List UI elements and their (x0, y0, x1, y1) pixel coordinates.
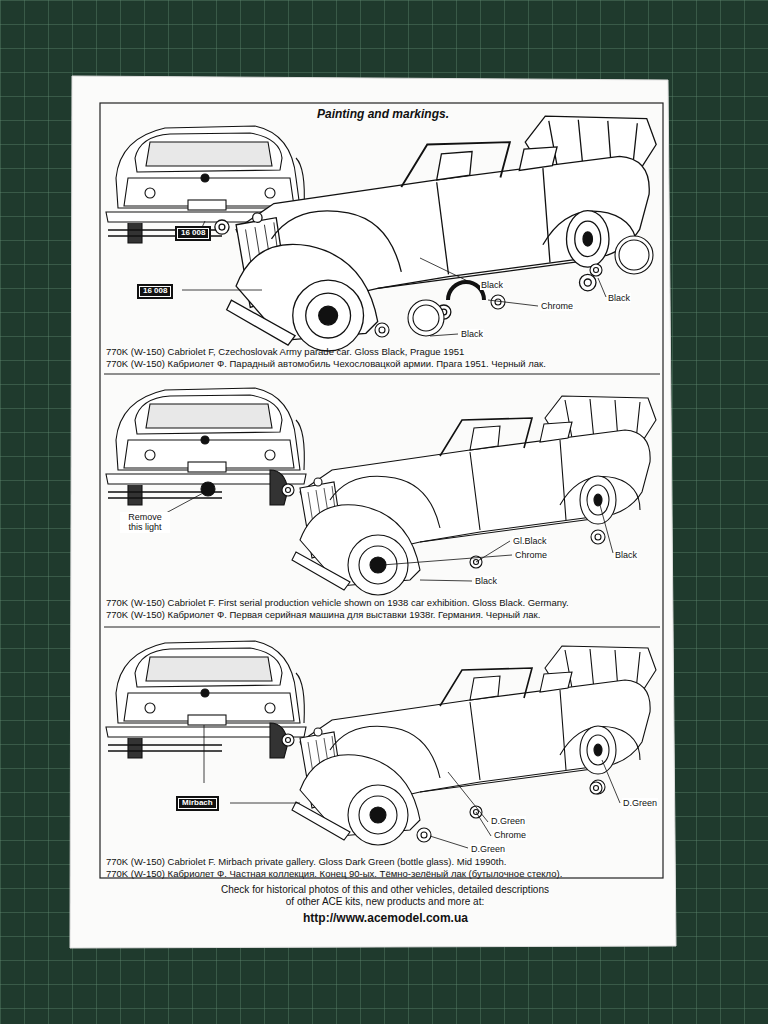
plate-number: Mirbach (182, 799, 213, 808)
license-plate: Mirbach (176, 796, 219, 811)
instruction-note: Remove this light (120, 512, 170, 533)
variant-caption: 770K (W-150) Кабриолет Ф. Парадный автом… (106, 359, 546, 370)
footer-note: Check for historical photos of this and … (218, 884, 552, 907)
plate-number: 16 008 (181, 229, 205, 238)
paint-callout: Black (614, 550, 638, 560)
sheet-title: Painting and markings. (317, 108, 449, 122)
paint-callout: Black (607, 293, 631, 303)
paint-callout: Chrome (493, 830, 527, 840)
website-url: http://www.acemodel.com.ua (303, 912, 468, 926)
variant-caption: 770K (W-150) Кабриолет Ф. Первая серийна… (106, 610, 540, 621)
paint-callout: Chrome (540, 301, 574, 311)
variant-caption: 770K (W-150) Cabriolet F, Czechoslovak A… (106, 347, 464, 358)
paint-callout: Black (480, 280, 504, 290)
variant-caption: 770K (W-150) Кабриолет Ф. Частная коллек… (106, 869, 562, 880)
paint-callout: D.Green (622, 798, 658, 808)
paint-callout: Black (474, 576, 498, 586)
paint-callout: D.Green (470, 844, 506, 854)
paint-callout: Black (460, 329, 484, 339)
paint-callout: D.Green (490, 816, 526, 826)
plate-number: 16 008 (143, 287, 167, 296)
paint-callout: Gl.Black (512, 536, 548, 546)
license-plate: 16 008 (175, 226, 211, 241)
paint-callout: Chrome (514, 550, 548, 560)
license-plate: 16 008 (137, 284, 173, 299)
variant-caption: 770K (W-150) Cabriolet F. First serial p… (106, 598, 569, 609)
variant-caption: 770K (W-150) Cabriolet F. Mirbach privat… (106, 857, 506, 868)
